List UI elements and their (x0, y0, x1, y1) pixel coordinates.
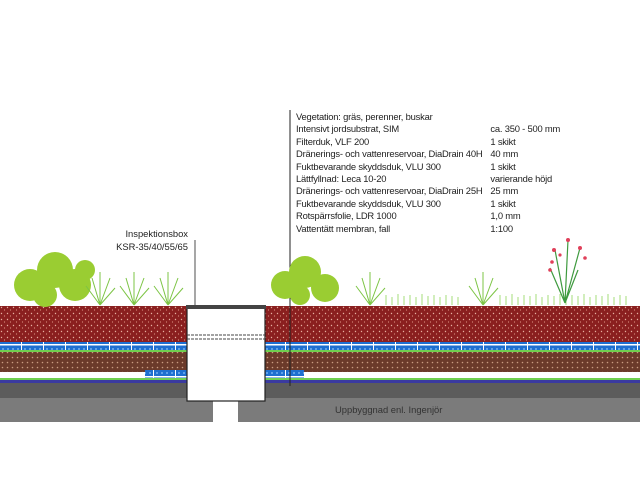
layer-value: 1:100 (490, 222, 513, 234)
layer-value (490, 111, 560, 123)
base-structure (238, 398, 640, 422)
layer-name: Vegetation: gräs, perenner, buskar (296, 111, 433, 122)
layer-name: Lättfyllnad: Leca 10-20 (296, 172, 387, 184)
protection-fabric (265, 350, 640, 352)
inspection-box-lid (186, 305, 266, 309)
layer-name: Filterduk, VLF 200 (296, 135, 369, 147)
soil-layer (0, 306, 187, 342)
lawn-icon (385, 294, 627, 305)
protection-fabric (238, 378, 640, 380)
leca-layer (265, 352, 640, 372)
drain-layer-25h (145, 370, 207, 378)
layer-value: 1 skikt (490, 160, 516, 172)
layer-value: varierande höjd (490, 172, 553, 184)
inspection-box-label: Inspektionsbox KSR-35/40/55/65 (116, 227, 188, 253)
inspection-box-title: Inspektionsbox (125, 228, 188, 239)
drain-layer-40h (0, 342, 187, 350)
layer-name: Intensivt jordsubstrat, SIM (296, 123, 399, 135)
grass-icon (85, 272, 499, 306)
inspection-box-model: KSR-35/40/55/65 (116, 241, 188, 252)
layer-name: Dränerings- och vattenreservoar, DiaDrai… (296, 148, 483, 160)
membrane (238, 380, 640, 383)
layer-value: 1 skikt (490, 135, 516, 147)
layer-value: 25 mm (490, 185, 519, 197)
layer-name: Fuktbevarande skyddsduk, VLU 300 (296, 160, 441, 172)
layer-legend: Vegetation: gräs, perenner, buskar Inten… (296, 111, 560, 235)
concrete-slab (0, 383, 213, 398)
shrub-icon (14, 252, 339, 307)
concrete-slab (238, 383, 640, 398)
layer-value: 1 skikt (490, 197, 516, 209)
layer-name: Vattentätt membran, fall (296, 222, 391, 234)
leca-layer (0, 352, 187, 372)
membrane (0, 380, 213, 383)
protection-fabric (0, 378, 213, 380)
inspection-box (186, 240, 266, 402)
layer-value: ca. 350 - 500 mm (490, 123, 561, 135)
layer-value: 40 mm (490, 148, 519, 160)
layers-left (0, 306, 213, 422)
flower-icon (548, 238, 587, 304)
layers-right (238, 306, 640, 422)
base-construction-label: Uppbyggnad enl. Ingenjör (335, 404, 443, 415)
soil-layer (265, 306, 640, 342)
layer-name: Dränerings- och vattenreservoar, DiaDrai… (296, 185, 483, 197)
layer-value: 1,0 mm (490, 210, 521, 222)
drain-layer-25h (244, 370, 304, 378)
drain-layer-40h (265, 342, 640, 350)
base-structure (0, 398, 213, 422)
vegetation (14, 238, 627, 307)
protection-fabric (0, 350, 187, 352)
layer-name: Fuktbevarande skyddsduk, VLU 300 (296, 197, 441, 209)
layer-name: Rotspärrsfolie, LDR 1000 (296, 210, 397, 222)
